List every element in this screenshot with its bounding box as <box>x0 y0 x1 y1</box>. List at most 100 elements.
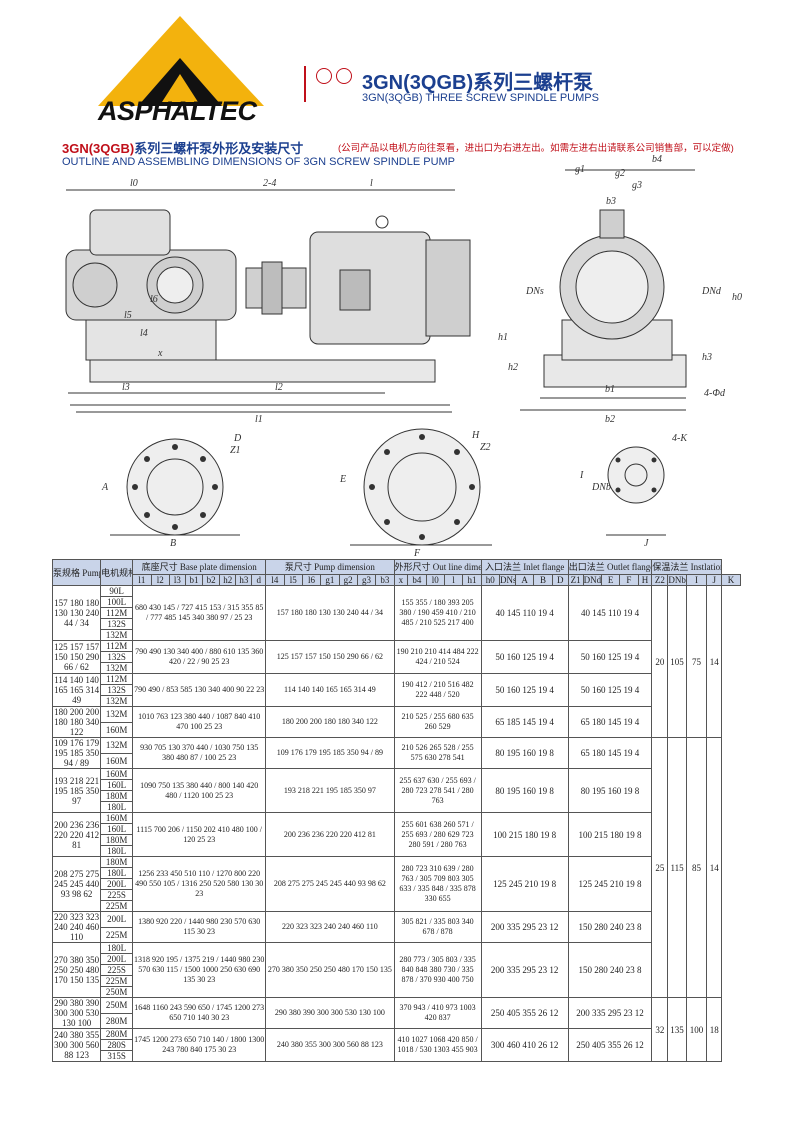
cell-motor: 200L <box>100 911 134 928</box>
dim-g2: g2 <box>615 168 625 179</box>
dim-DNb: DNb <box>591 482 611 493</box>
subheader-cell: DNs <box>498 574 517 586</box>
cell-motor: 180M <box>100 834 134 846</box>
cell-insulation-DNb: 20 <box>651 585 669 738</box>
dim-4-K: 4-K <box>672 433 688 444</box>
cell-outlet-flange: 200 335 295 23 12 <box>567 997 653 1029</box>
cell-pump-size: 220 323 323 240 240 460 110 <box>51 911 102 943</box>
subheader-cell: l1 <box>132 574 152 586</box>
cell-inlet-flange: 125 245 210 19 8 <box>480 856 569 912</box>
cell-pump-dims: 208 275 275 245 245 440 93 98 62 <box>265 856 395 912</box>
dim-A: A <box>101 482 109 493</box>
subheader-cell: b3 <box>375 574 395 586</box>
cell-pump-dims: 220 323 323 240 240 460 110 <box>265 911 395 943</box>
dim-Z1: Z1 <box>230 445 241 456</box>
cell-outlet-flange: 40 145 110 19 4 <box>567 585 653 641</box>
cell-outlet-flange: 125 245 210 19 8 <box>567 856 653 912</box>
cell-outline-dims: 255 637 630 / 255 693 / 280 723 278 541 … <box>393 768 482 813</box>
header-insulation: 保温法兰 Instlation flange <box>651 559 723 575</box>
cell-pump-size: 193 218 221 195 185 350 97 <box>51 768 102 813</box>
dim-b4: b4 <box>652 154 662 165</box>
header-title-cn: 3GN(3QGB)系列三螺杆泵 <box>362 72 594 94</box>
subheader-cell: g2 <box>338 574 358 586</box>
cell-pump-dims: 180 200 200 180 180 340 122 <box>265 706 395 738</box>
cell-pump-size: 125 157 157 150 150 290 66 / 62 <box>51 640 102 674</box>
cell-pump-size: 240 380 355 300 300 560 88 123 <box>51 1028 102 1062</box>
cell-motor: 160M <box>100 812 134 824</box>
cell-outline-dims: 190 412 / 210 516 482 222 448 / 520 <box>393 673 482 707</box>
dim-l1: l1 <box>255 414 263 425</box>
header-motor-size: 电机规格 Motor Size <box>100 559 134 586</box>
dim-D: D <box>233 433 242 444</box>
cell-pump-dims: 200 236 236 220 220 412 81 <box>265 812 395 857</box>
cell-pump-size: 270 380 350 250 250 480 170 150 135 <box>51 942 102 998</box>
cell-motor: 225M <box>100 926 134 943</box>
cell-outlet-flange: 65 180 145 19 4 <box>567 737 653 769</box>
dim-l0: l0 <box>130 178 138 189</box>
header-title-en: 3GN(3QGB) THREE SCREW SPINDLE PUMPS <box>362 92 599 104</box>
cell-motor: 225S <box>100 889 134 901</box>
cell-motor: 132S <box>100 684 134 696</box>
dim-l: l <box>370 178 373 189</box>
cell-motor: 180M <box>100 790 134 802</box>
dim-H: H <box>471 430 480 441</box>
cell-outlet-flange: 150 280 240 23 8 <box>567 911 653 943</box>
cell-base-dims: 1115 700 206 / 1150 202 410 480 100 / 12… <box>132 812 267 857</box>
subheader-cell: l4 <box>265 574 285 586</box>
cell-inlet-flange: 100 215 180 19 8 <box>480 812 569 857</box>
section-title-en: OUTLINE AND ASSEMBLING DIMENSIONS OF 3GN… <box>62 156 456 168</box>
dim-l2: l2 <box>275 382 283 393</box>
dim-E: E <box>339 474 346 485</box>
cell-base-dims: 1648 1160 243 590 650 / 1745 1200 273 65… <box>132 997 267 1029</box>
cell-pump-dims: 193 218 221 195 185 350 97 <box>265 768 395 813</box>
cell-base-dims: 1010 763 123 380 440 / 1087 840 410 470 … <box>132 706 267 738</box>
cell-outlet-flange: 100 215 180 19 8 <box>567 812 653 857</box>
subheader-cell: l2 <box>150 574 170 586</box>
cell-inlet-flange: 250 405 355 26 12 <box>480 997 569 1029</box>
cell-base-dims: 790 490 130 340 400 / 880 610 135 360 42… <box>132 640 267 674</box>
circle-icon <box>336 68 352 84</box>
header-outlet: 出口法兰 Outlet flange <box>567 559 653 575</box>
cell-base-dims: 1380 920 220 / 1440 980 230 570 630 115 … <box>132 911 267 943</box>
subheader-cell: Z1 <box>567 574 584 586</box>
cell-outlet-flange: 50 160 125 19 4 <box>567 640 653 674</box>
cell-outline-dims: 280 773 / 305 803 / 335 840 848 380 730 … <box>393 942 482 998</box>
dim-DNs: DNs <box>525 286 544 297</box>
dim-h1: h1 <box>498 332 508 343</box>
subheader-cell: b4 <box>407 574 427 586</box>
header-pump-size: 泵规格 Pump Size <box>51 559 102 586</box>
cell-pump-size: 200 236 236 220 220 412 81 <box>51 812 102 857</box>
cell-motor: 280M <box>100 1012 134 1029</box>
cell-motor: 112M <box>100 640 134 652</box>
subheader-cell: d <box>251 574 267 586</box>
cell-motor: 180L <box>100 867 134 879</box>
cell-motor: 225M <box>100 900 134 912</box>
dim-I: I <box>579 470 584 481</box>
cell-motor: 132M <box>100 629 134 641</box>
cell-motor: 160M <box>100 752 134 769</box>
subheader-cell: l3 <box>168 574 186 586</box>
cell-base-dims: 930 705 130 370 440 / 1030 750 135 380 4… <box>132 737 267 769</box>
subheader-cell: l <box>443 574 464 586</box>
subheader-cell: b1 <box>184 574 204 586</box>
subheader-cell: E <box>600 574 621 586</box>
cell-outline-dims: 305 821 / 335 803 340 678 / 878 <box>393 911 482 943</box>
cell-outline-dims: 370 943 / 410 973 1003 420 837 <box>393 997 482 1029</box>
subheader-cell: K <box>721 574 741 586</box>
cell-motor: 180L <box>100 801 134 813</box>
cell-motor: 250M <box>100 986 134 998</box>
dim-h3: h3 <box>702 352 712 363</box>
subheader-cell: x <box>393 574 409 586</box>
table-row: 132M <box>53 695 757 707</box>
cell-inlet-flange: 80 195 160 19 8 <box>480 768 569 813</box>
cell-pump-dims: 114 140 140 165 165 314 49 <box>265 673 395 707</box>
subheader-cell: F <box>619 574 639 586</box>
